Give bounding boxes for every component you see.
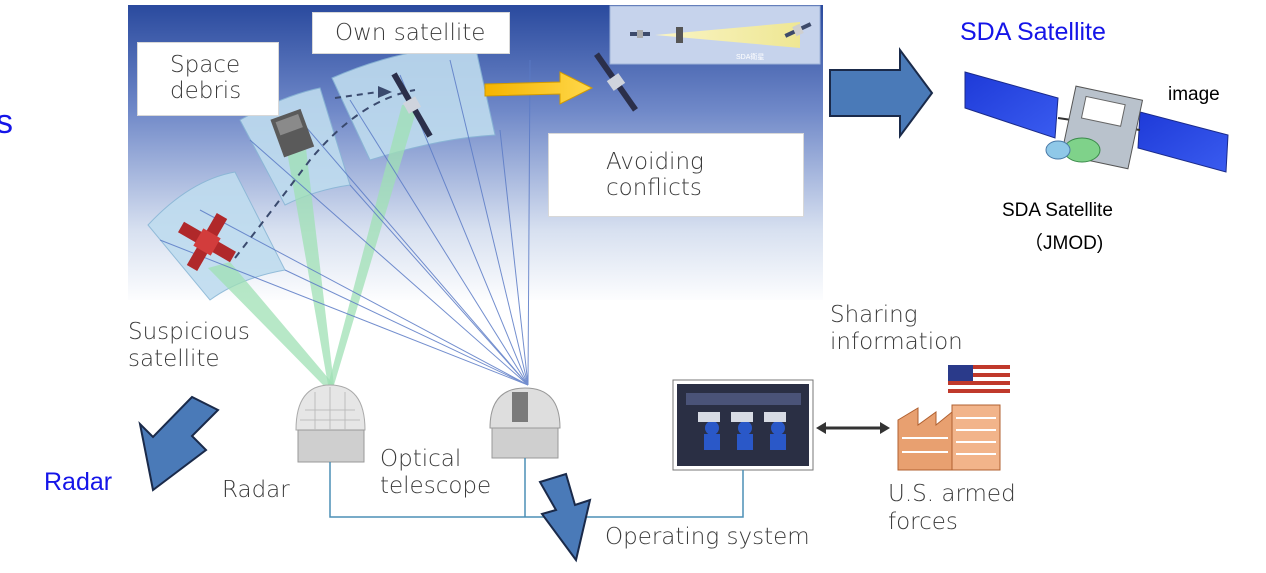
inset-sda-image [609,5,821,65]
space-debris-label-2: debris [170,78,242,104]
image-note: image [1168,84,1220,105]
sda-satellite-icon [964,71,1229,173]
cut-off-letter: s [0,103,13,141]
sda-satellite-title: SDA Satellite [960,18,1106,46]
sharing-info-label-1: Sharing [830,302,918,328]
avoid-direction-arrow [484,71,594,105]
suspicious-satellite-icon [178,213,236,271]
avoiding-label-2: conflicts [606,175,702,201]
inset-caption: SDA衛星 [736,54,765,61]
own-satellite-box: Own satellite [312,12,510,54]
radar-label: Radar [222,477,290,503]
optical-telescope-label-1: Optical [380,446,462,472]
network-lines [329,458,744,518]
suspicious-satellite-label-2: satellite [128,346,220,372]
us-forces-label-1: U.S. armed [888,481,1016,507]
suspicious-satellite-label-1: Suspicious [128,319,250,345]
own-satellite-label: Own satellite [335,20,486,46]
radar-dome-icon [295,384,366,463]
operations-center-icon [672,379,814,471]
arrow-to-radar [138,395,220,492]
telescope-sight-lines [159,59,531,386]
avoiding-conflicts-box: Avoiding conflicts [548,133,804,217]
us-forces-building-icon [897,365,1010,471]
telescope-dome-icon [489,387,561,459]
avoided-satellite-icon [594,52,638,112]
sharing-double-arrow [816,422,890,434]
radar-callout: Radar [44,468,113,496]
orbit-dashed-path [234,89,416,259]
operating-system-label: Operating system [605,524,810,550]
sda-caption-line2: （JMOD) [1024,233,1104,254]
arrow-to-operating-system [538,472,592,563]
sda-caption-line1: SDA Satellite [1002,200,1113,221]
avoiding-label-1: Avoiding [606,149,704,175]
sharing-info-label-2: information [830,329,963,355]
arrow-to-sda-satellite [829,46,934,140]
space-debris-icon [270,108,315,158]
own-satellite-icon [391,72,433,138]
space-debris-label-1: Space [170,52,241,78]
optical-telescope-label-2: telescope [380,473,492,499]
radar-beam-debris [285,140,334,385]
space-debris-box: Space debris [137,42,279,116]
radar-beam-suspicious [208,262,334,388]
us-forces-label-2: forces [888,509,958,535]
